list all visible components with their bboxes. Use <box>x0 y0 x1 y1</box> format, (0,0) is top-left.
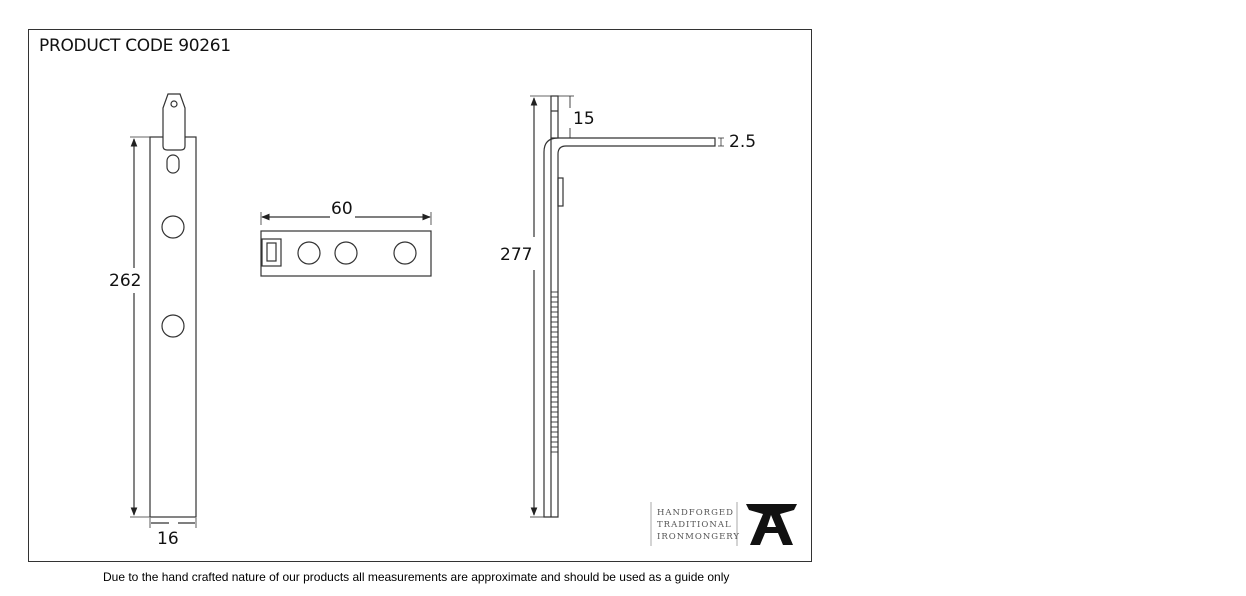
logo-line-1: HANDFORGED <box>657 508 734 518</box>
logo-line-2: TRADITIONAL <box>657 520 732 530</box>
dimension-labels: 262 16 60 277 15 2.5 <box>109 109 756 549</box>
drawing-sheet-border <box>28 29 812 562</box>
dim-end-width: 60 <box>331 199 353 219</box>
side-view <box>530 95 724 518</box>
anvil-icon <box>746 504 797 545</box>
logo-line-3: IRONMONGERY <box>657 532 741 542</box>
dim-side-thickness: 2.5 <box>729 132 756 152</box>
dim-front-height: 262 <box>109 271 141 291</box>
product-code-title: PRODUCT CODE 90261 <box>39 36 231 56</box>
front-view <box>130 93 197 528</box>
dim-front-width: 16 <box>157 529 179 549</box>
logo-text: HANDFORGED TRADITIONAL IRONMONGERY <box>657 507 740 543</box>
end-view <box>260 212 432 277</box>
dim-side-top: 15 <box>573 109 595 129</box>
disclaimer-text: Due to the hand crafted nature of our pr… <box>103 570 730 584</box>
logo <box>650 502 738 546</box>
dim-side-height: 277 <box>500 245 532 265</box>
